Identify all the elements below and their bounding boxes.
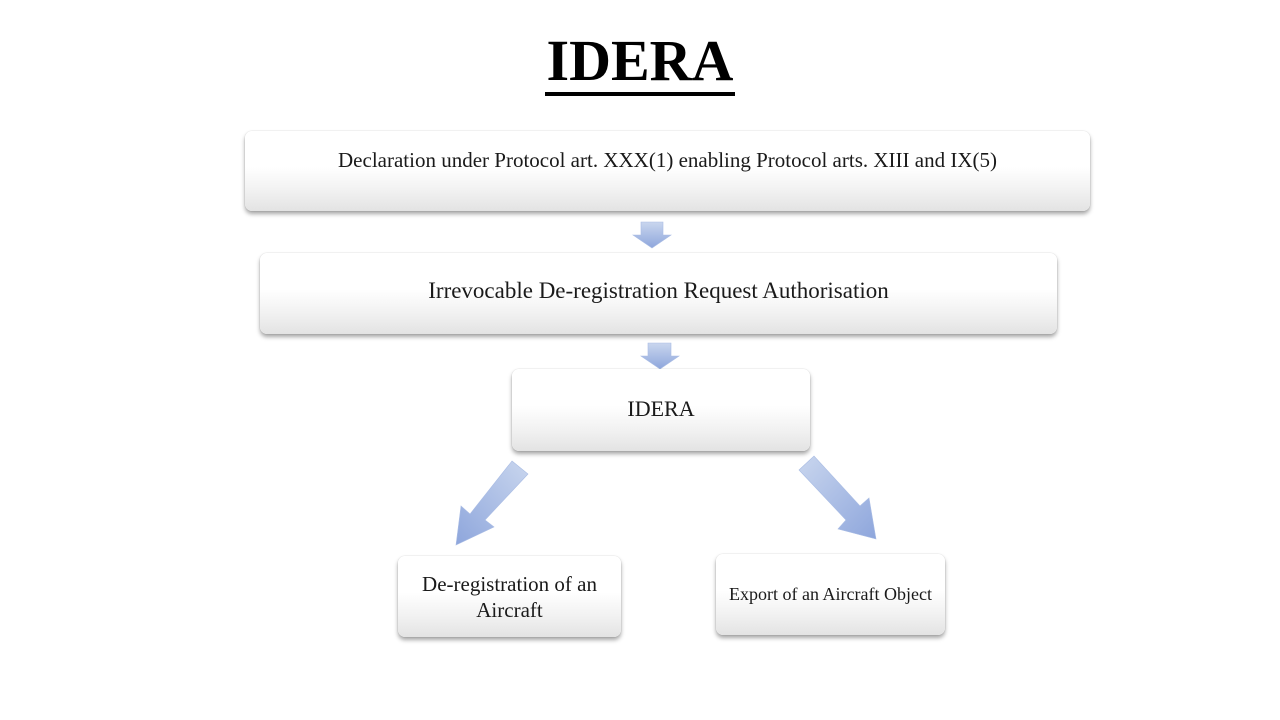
node-declaration: Declaration under Protocol art. XXX(1) e… — [245, 131, 1090, 211]
node-idera: IDERA — [512, 369, 810, 451]
node-deregistration-of-aircraft: De-registration of an Aircraft — [398, 556, 621, 637]
node-irrevocable-deregistration-request: Irrevocable De-registration Request Auth… — [260, 253, 1057, 334]
arrow-declaration-to-irrevocable — [632, 221, 672, 249]
slide-title-text: IDERA — [544, 30, 736, 96]
arrow-irrevocable-to-idera — [640, 342, 680, 370]
node-idera-label: IDERA — [627, 396, 695, 421]
node-irrevocable-label: Irrevocable De-registration Request Auth… — [428, 278, 889, 303]
node-export-label: Export of an Aircraft Object — [729, 584, 932, 604]
arrow-idera-to-export — [798, 455, 877, 540]
arrow-idera-to-deregistration — [455, 460, 529, 546]
node-export-of-aircraft-object: Export of an Aircraft Object — [716, 554, 945, 635]
node-deregistration-label: De-registration of an Aircraft — [422, 571, 597, 622]
slide-title: IDERA — [0, 28, 1280, 96]
node-declaration-label: Declaration under Protocol art. XXX(1) e… — [338, 148, 997, 172]
